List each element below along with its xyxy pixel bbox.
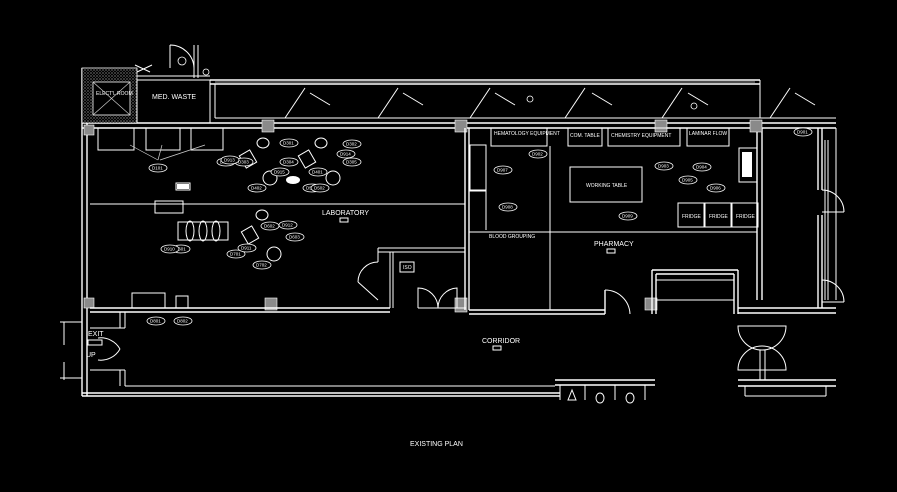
- equipment-tag-label: D701: [230, 252, 241, 257]
- equipment-tag-label: D914: [340, 152, 351, 157]
- equipment-tag: D910: [160, 244, 180, 254]
- equipment-tag-label: D302: [346, 142, 357, 147]
- equipment-tag: D913: [220, 155, 240, 165]
- equipment-tag: D603: [285, 232, 305, 242]
- equipment-tag: D402: [247, 183, 267, 193]
- equipment-tag: D915: [270, 167, 290, 177]
- equipment-tag-label: D909: [622, 214, 633, 219]
- equipment-tag-label: D904: [696, 165, 707, 170]
- equipment-tag-label: D913: [224, 158, 235, 163]
- equipment-tag-label: D802: [177, 319, 188, 324]
- equipment-tag: D305: [342, 157, 362, 167]
- equipment-tag-label: D911: [241, 246, 252, 251]
- up-label: UP: [86, 352, 96, 359]
- equipment-tag: D906: [706, 183, 726, 193]
- equipment-tag: D702: [252, 260, 272, 270]
- equipment-tag-label: D502: [314, 186, 325, 191]
- hematology-label: HEMATOLOGY EQUIPMENT: [494, 131, 560, 137]
- plan-title: EXISTING PLAN: [410, 441, 463, 448]
- blood-grouping-label: BLOOD GROUPING: [489, 234, 535, 240]
- equipment-tag-label: D702: [256, 263, 267, 268]
- equipment-tag-label: D401: [312, 170, 323, 175]
- laboratory-room: [90, 127, 466, 313]
- equipment-tag-label: D603: [289, 235, 300, 240]
- top-windows: [215, 81, 816, 119]
- columns: [83, 119, 763, 313]
- equipment-tag-label: D304: [283, 160, 294, 165]
- equipment-tag-label: D301: [283, 141, 294, 146]
- equipment-tag: D914: [336, 149, 356, 159]
- equipment-tag: D909: [618, 211, 638, 221]
- equipment-tag-label: D906: [710, 186, 721, 191]
- equipment-tag: D401: [308, 167, 328, 177]
- equipment-tag-label: D903: [658, 164, 669, 169]
- working-table-label: WORKING TABLE: [586, 183, 628, 189]
- equipment-tag: D502: [310, 183, 330, 193]
- equipment-tag-label: D305: [346, 160, 357, 165]
- iso-label: ISO: [403, 265, 412, 271]
- exit-label: EXIT: [88, 331, 104, 338]
- fridge-label-1: FRIDGE: [682, 214, 702, 220]
- med-waste-label: MED. WASTE: [152, 94, 196, 101]
- equipment-tag: D301: [279, 138, 299, 148]
- equipment-tag-label: D902: [532, 152, 543, 157]
- chemistry-label: CHEMISTRY EQUIPMENT: [611, 133, 671, 139]
- equipment-tag-label: D915: [274, 170, 285, 175]
- equipment-tag-label: D901: [797, 130, 808, 135]
- equipment-tag-label: D303: [238, 160, 249, 165]
- corridor-label: CORRIDOR: [482, 338, 520, 345]
- equipment-tag-label: D910: [164, 247, 175, 252]
- equipment-tag-label: D907: [497, 168, 508, 173]
- equipment-tags: D101D202D301D302D303D304D305D401D402D501…: [146, 127, 813, 326]
- equipment-tag: D903: [654, 161, 674, 171]
- equipment-tag-label: D908: [502, 205, 513, 210]
- fridge-label-2: FRIDGE: [709, 214, 729, 220]
- fridge-label-3: FRIDGE: [736, 214, 756, 220]
- equipment-tag: D602: [260, 221, 280, 231]
- equipment-tag: D101: [148, 163, 168, 173]
- equipment-tag-label: D801: [150, 319, 161, 324]
- pharmacy-room: [464, 127, 845, 315]
- laboratory-label: LABORATORY: [322, 210, 369, 217]
- equipment-tag: D904: [692, 162, 712, 172]
- equipment-tag-label: D602: [264, 224, 275, 229]
- equipment-tag: D912: [278, 220, 298, 230]
- equipment-tag-label: D101: [152, 166, 163, 171]
- corridor-area: [60, 312, 787, 404]
- equipment-tag: D908: [498, 202, 518, 212]
- equipment-tag-label: D905: [682, 178, 693, 183]
- elect-room: [81, 67, 211, 124]
- equipment-tag-label: D601: [175, 247, 186, 252]
- elect-room-label: ELECT'L ROOM: [96, 91, 133, 97]
- equipment-tag: D802: [173, 316, 193, 326]
- equipment-tag: D905: [678, 175, 698, 185]
- equipment-tag: D701: [226, 249, 246, 259]
- pharmacy-label: PHARMACY: [594, 241, 634, 248]
- laminar-label: LAMINAR FLOW: [689, 131, 727, 137]
- equipment-tag-label: D912: [282, 223, 293, 228]
- equipment-tag: D801: [146, 316, 166, 326]
- equipment-tag: D302: [342, 139, 362, 149]
- equipment-tag: D907: [493, 165, 513, 175]
- equipment-tag-label: D402: [251, 186, 262, 191]
- equipment-tag: D901: [793, 127, 813, 137]
- equipment-tag: D902: [528, 149, 548, 159]
- equipment-tag: D304: [279, 157, 299, 167]
- equipment-tag: D911: [237, 243, 257, 253]
- top-door[interactable]: [134, 44, 210, 78]
- com-table-label: COM. TABLE: [570, 133, 600, 139]
